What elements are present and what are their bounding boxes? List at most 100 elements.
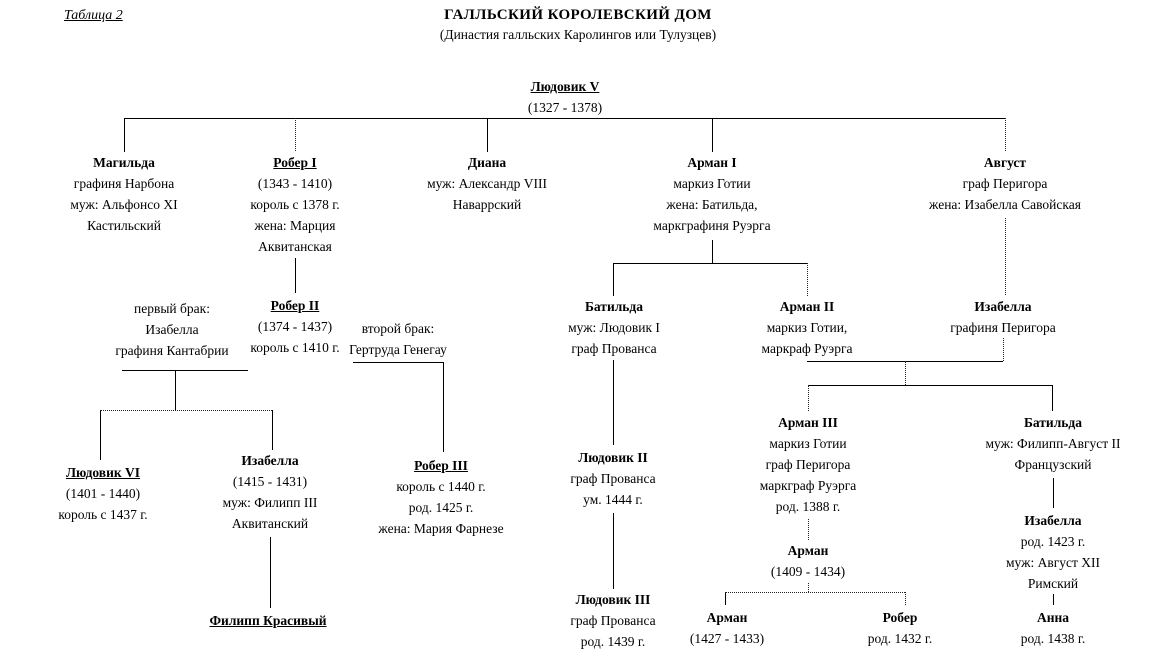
- person-detail: Гертруда Генегау: [349, 342, 447, 357]
- person-detail: маркиз Готии: [673, 176, 751, 191]
- note-second-marriage: второй брак: Гертруда Генегау: [346, 318, 450, 360]
- tree-line-dotted: [1003, 338, 1004, 361]
- person-arman-1427: Арман (1427 - 1433): [686, 607, 768, 649]
- tree-line-dotted: [1005, 218, 1006, 295]
- tree-line: [712, 240, 713, 263]
- person-rober-ii: Робер II(1374 - 1437)король с 1410 г.: [247, 295, 343, 358]
- person-name: Батильда: [1023, 415, 1083, 430]
- tree-line-dotted: [1005, 118, 1006, 151]
- tree-line: [1052, 385, 1053, 411]
- page-title: ГАЛЛЬСКИЙ КОРОЛЕВСКИЙ ДОМ: [444, 7, 712, 23]
- person-detail: граф Прованса: [570, 471, 656, 486]
- person-name: Робер I: [273, 155, 317, 170]
- person-detail: (1327 - 1378): [527, 100, 603, 115]
- person-detail: первый брак:: [134, 301, 210, 316]
- table-label: Таблица 2: [64, 8, 123, 23]
- person-detail: граф Прованса: [571, 341, 657, 356]
- person-detail: род. 1439 г.: [580, 634, 646, 649]
- person-detail: род. 1388 г.: [775, 499, 841, 514]
- person-detail: король с 1378 г.: [250, 197, 340, 212]
- person-detail: муж: Филипп III: [222, 495, 318, 510]
- tree-line: [175, 370, 176, 410]
- person-ludovik-vi: Людовик VI(1401 - 1440)король с 1437 г.: [55, 462, 151, 525]
- person-detail: король с 1440 г.: [396, 479, 486, 494]
- person-detail: (1409 - 1434): [770, 564, 846, 579]
- person-detail: жена: Батильда,: [666, 197, 758, 212]
- tree-line-dotted: [295, 118, 296, 151]
- person-detail: род. 1432 г.: [867, 631, 933, 646]
- tree-line: [124, 118, 1005, 119]
- person-detail: жена: Марция: [254, 218, 336, 233]
- person-detail: маркиз Готии: [769, 436, 847, 451]
- tree-line-dotted: [808, 581, 809, 592]
- person-detail: муж: Филипп-Август II: [985, 436, 1121, 451]
- person-detail: род. 1425 г.: [408, 500, 474, 515]
- person-detail: род. 1423 г.: [1020, 534, 1086, 549]
- person-detail: Изабелла: [145, 322, 199, 337]
- person-izabella-perigora: Изабелла графиня Перигора: [947, 296, 1059, 338]
- tree-line: [613, 360, 614, 445]
- tree-line: [443, 362, 444, 452]
- tree-line: [613, 263, 807, 264]
- person-detail: второй брак:: [361, 321, 435, 336]
- person-detail: Наваррский: [452, 197, 522, 212]
- tree-line: [808, 385, 1052, 386]
- person-detail: (1415 - 1431): [232, 474, 308, 489]
- person-name: Магильда: [93, 155, 155, 170]
- person-detail: графиня Нарбона: [73, 176, 175, 191]
- tree-line-dotted: [807, 263, 808, 296]
- person-name: Арман II: [779, 299, 835, 314]
- person-detail: муж: Август XII: [1006, 555, 1100, 570]
- person-name: Робер III: [414, 458, 468, 473]
- tree-line: [1053, 588, 1054, 605]
- tree-line: [272, 410, 273, 450]
- person-name: Робер II: [270, 298, 320, 313]
- tree-line-dotted: [725, 592, 905, 593]
- person-rober-i: Робер I (1343 - 1410) король с 1378 г. жена…: [247, 152, 343, 257]
- tree-line: [100, 410, 101, 460]
- person-magilda: Магильда графиня Нарбона муж: Альфонсо XI К…: [67, 152, 181, 236]
- person-name: Арман III: [778, 415, 838, 430]
- person-detail: (1374 - 1437): [257, 319, 333, 334]
- person-rober-1432: Робер род. 1432 г.: [864, 607, 936, 649]
- person-detail: жена: Изабелла Савойская: [929, 197, 1081, 212]
- person-name: Арман: [706, 610, 748, 625]
- person-name: Изабелла: [974, 299, 1032, 314]
- person-detail: маркграф Руэрга: [759, 478, 857, 493]
- person-name: Изабелла: [1024, 513, 1082, 528]
- person-name: Арман I: [687, 155, 737, 170]
- person-name: Людовик II: [578, 450, 648, 465]
- person-arman-1409: Арман(1409 - 1434): [767, 540, 849, 582]
- person-name: Анна: [1036, 610, 1070, 625]
- tree-line: [124, 118, 125, 152]
- person-name: Людовик V: [530, 79, 600, 94]
- person-name: Робер: [882, 610, 918, 625]
- tree-line: [613, 513, 614, 589]
- tree-line: [613, 263, 614, 296]
- person-name: Диана: [467, 155, 507, 170]
- person-detail: (1427 - 1433): [689, 631, 765, 646]
- person-detail: ум. 1444 г.: [583, 492, 643, 507]
- person-detail: маркраф Руэрга: [761, 341, 853, 356]
- person-detail: муж: Александр VIII: [427, 176, 547, 191]
- person-detail: муж: Альфонсо XI: [70, 197, 178, 212]
- person-detail: графиня Перигора: [950, 320, 1056, 335]
- tree-line-dotted: [808, 519, 809, 540]
- person-detail: Аквитанский: [231, 516, 309, 531]
- person-detail: (1343 - 1410): [257, 176, 333, 191]
- person-detail: Кастильский: [87, 218, 161, 233]
- tree-line-dotted: [808, 385, 809, 411]
- person-detail: Аквитанская: [258, 239, 332, 254]
- person-detail: Французский: [1014, 457, 1092, 472]
- person-detail: граф Перигора: [962, 176, 1048, 191]
- person-detail: граф Прованса: [570, 613, 656, 628]
- person-diana: Диана муж: Александр VIII Наваррский: [424, 152, 550, 215]
- tree-line-dotted: [905, 361, 906, 385]
